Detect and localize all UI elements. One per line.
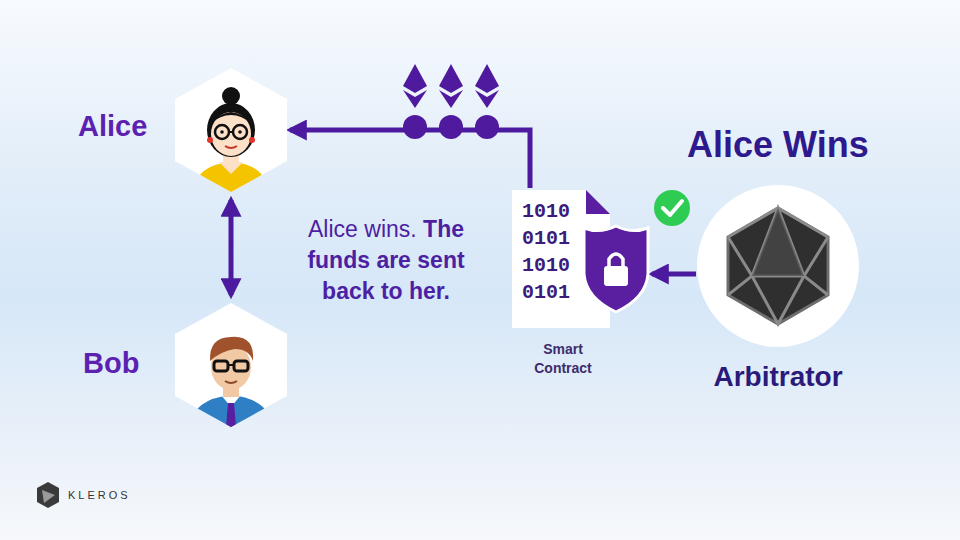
person-hexagon: Alice <box>175 68 287 192</box>
connector-arrow <box>652 272 696 277</box>
diagram-title: Alice Wins <box>687 124 869 166</box>
person-hexagon: Bob <box>175 303 287 427</box>
ether-coins <box>403 64 499 139</box>
check-mark <box>654 190 690 226</box>
connector-arrow <box>290 130 530 188</box>
binary-code: 1010 0101 1010 0101 <box>522 198 574 306</box>
person-hexagon-art <box>175 68 287 192</box>
arbitrator-circle: Arbitrator <box>696 184 860 348</box>
person-name: Bob <box>83 347 139 380</box>
connector-arrow <box>229 200 234 295</box>
person-name: Alice <box>78 110 147 143</box>
brand-name: KLEROS <box>68 489 131 501</box>
contract-label: Smart Contract <box>522 340 604 378</box>
arbitrator-label: Arbitrator <box>676 361 880 393</box>
person-hexagon-art <box>175 303 287 427</box>
note-text: Alice wins. <box>308 216 417 242</box>
kleros-logo <box>37 482 59 508</box>
ether-symbol <box>403 64 499 108</box>
note-text: Alice wins. The funds are sent back to h… <box>284 214 488 307</box>
arbitrator-circle-art <box>696 184 860 348</box>
smart-contract-icon: 1010 0101 1010 0101Smart Contract <box>510 188 650 330</box>
